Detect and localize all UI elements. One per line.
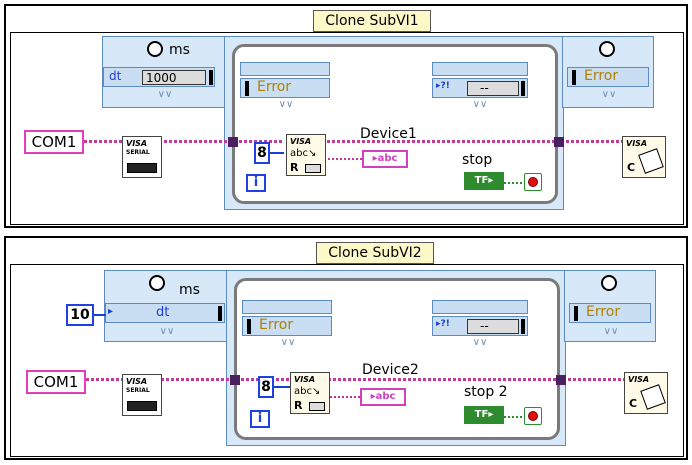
stop-boolean-control[interactable]: TF▸ (464, 406, 504, 424)
error-label-right: Error (586, 304, 621, 320)
visa-read-node[interactable]: VISA abc↘ R (290, 372, 330, 414)
chevron-down-icon: ∨∨ (472, 99, 488, 110)
string-wire (330, 396, 360, 398)
visa-wire (566, 140, 622, 143)
boolean-wire (504, 182, 522, 184)
frame-inner-border (10, 32, 684, 225)
dt-label: dt (109, 69, 122, 83)
visa-configure-serial-node[interactable]: VISA SERIAL (122, 374, 162, 416)
count-wire (270, 152, 284, 154)
clock-icon (147, 41, 163, 57)
clock-icon (601, 275, 617, 291)
chevron-down-icon: ∨∨ (159, 326, 175, 337)
loop-tunnel-left (228, 137, 238, 147)
display-field: -- (467, 81, 519, 96)
error-node-left[interactable]: Error (242, 316, 332, 336)
chevron-down-icon: ∨∨ (601, 89, 617, 100)
error-label-right: Error (584, 68, 619, 84)
string-wire (324, 158, 362, 160)
frame-title: Clone SubVI2 (316, 242, 434, 264)
wait-frame[interactable]: ms ▸ dt ∨∨ (104, 270, 228, 342)
serial-port-icon (127, 163, 157, 173)
frame-title: Clone SubVI1 (313, 10, 431, 32)
loop-condition-terminal (524, 173, 542, 191)
dt-node[interactable]: dt 1000 (103, 67, 215, 87)
visa-wire (328, 378, 564, 381)
visa-wire (568, 378, 624, 381)
stop-label: stop (462, 152, 493, 168)
byte-count-constant[interactable]: 8 (258, 376, 274, 398)
device-label: Device1 (360, 126, 417, 142)
clock-icon (599, 41, 615, 57)
device-string-indicator[interactable]: ▸abc (360, 388, 406, 406)
wait-unit-label: ms (169, 42, 190, 58)
stop-boolean-control[interactable]: TF▸ (464, 172, 504, 190)
device-label: Device2 (362, 362, 419, 378)
error-node-right[interactable]: Error (569, 303, 651, 323)
wait-frame[interactable]: ms dt 1000 ∨∨ (102, 36, 226, 108)
visa-close-node[interactable]: VISA C (622, 136, 666, 178)
right-frame[interactable]: Error ∨∨ (564, 270, 656, 342)
boolean-wire (504, 416, 522, 418)
warning-icon: ▸?! (436, 319, 450, 329)
error-label: Error (259, 317, 294, 333)
com-port-constant[interactable]: COM1 (26, 370, 86, 394)
dt-wire (94, 314, 106, 316)
count-wire (274, 386, 290, 388)
dt-constant[interactable]: 10 (66, 304, 94, 326)
display-node[interactable]: ▸?! -- (432, 78, 528, 98)
chevron-down-icon: ∨∨ (157, 89, 173, 100)
serial-port-icon (127, 401, 157, 411)
clone-subvi2-panel: Clone SubVI2 ms ▸ dt ∨∨ 10 Error ∨∨ ▸?! … (4, 236, 688, 460)
visa-read-node[interactable]: VISA abc↘ R (286, 134, 326, 176)
loop-tunnel-right (554, 137, 564, 147)
display-field: -- (467, 319, 519, 334)
byte-count-constant[interactable]: 8 (254, 142, 270, 164)
dt-label: dt (156, 305, 170, 320)
close-icon (640, 384, 666, 410)
chevron-down-icon: ∨∨ (603, 326, 619, 337)
display-node[interactable]: ▸?! -- (432, 316, 528, 336)
wait-unit-label: ms (179, 282, 200, 298)
chevron-down-icon: ∨∨ (280, 337, 296, 348)
iteration-terminal: i (250, 410, 270, 428)
loop-condition-terminal (524, 407, 542, 425)
device-string-indicator[interactable]: ▸abc (362, 150, 408, 168)
warning-icon: ▸?! (436, 81, 450, 91)
error-label: Error (257, 79, 292, 95)
chevron-down-icon: ∨∨ (278, 99, 294, 110)
close-icon (638, 148, 664, 174)
loop-tunnel-left (230, 375, 240, 385)
visa-close-node[interactable]: VISA C (624, 372, 668, 414)
visa-wire (164, 140, 284, 143)
clone-subvi1-panel: Clone SubVI1 ms dt 1000 ∨∨ Error ∨∨ ▸?! … (4, 4, 688, 228)
dt-value-field[interactable]: 1000 (142, 70, 206, 85)
com-port-constant[interactable]: COM1 (24, 130, 84, 154)
clock-icon (149, 275, 165, 291)
iteration-terminal: i (246, 174, 266, 192)
error-node-right[interactable]: Error (567, 67, 649, 87)
right-frame[interactable]: Error ∨∨ (562, 36, 654, 108)
error-node-left[interactable]: Error (240, 78, 330, 98)
frame-inner-border (10, 264, 684, 457)
chevron-down-icon: ∨∨ (472, 337, 488, 348)
visa-wire (322, 140, 562, 143)
stop-label: stop 2 (464, 384, 508, 400)
dt-node[interactable]: ▸ dt (105, 303, 225, 323)
visa-configure-serial-node[interactable]: VISA SERIAL (122, 136, 162, 178)
loop-tunnel-right (556, 375, 566, 385)
visa-wire (166, 378, 290, 381)
